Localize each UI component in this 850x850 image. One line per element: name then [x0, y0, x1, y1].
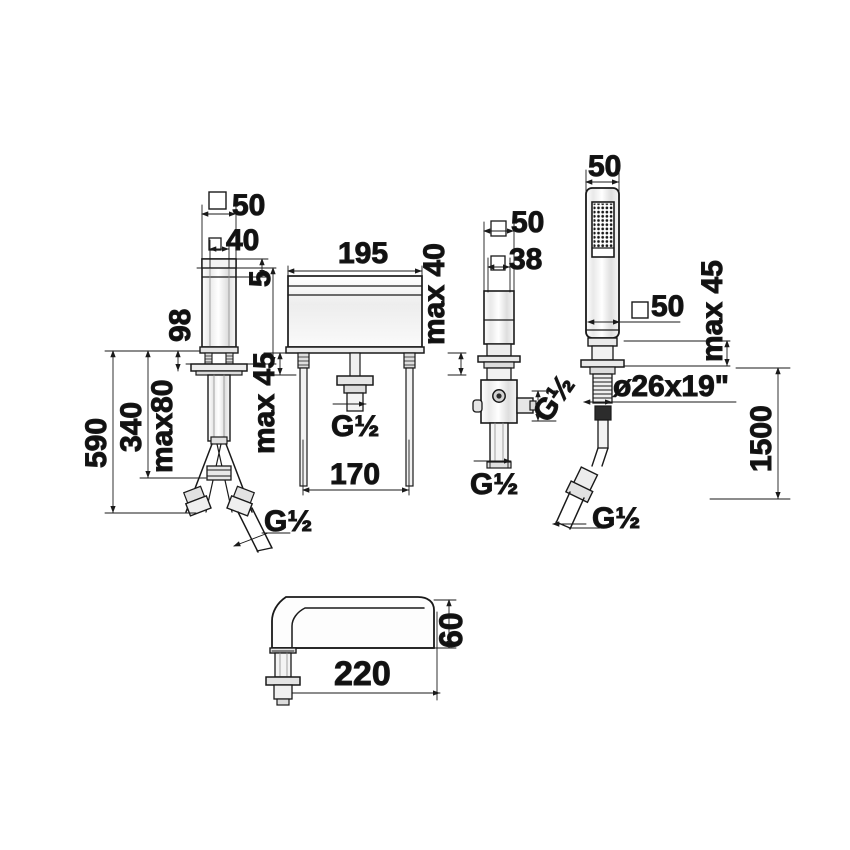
dim-label-div-g12-bottom: G½ — [470, 468, 518, 501]
view-diverter-valve: 50 38 G½ G½ — [470, 206, 582, 502]
dim-label-col-40: 40 — [226, 224, 259, 257]
dim-label-col-5: 5 — [244, 270, 277, 287]
dimension-spout-220 — [291, 611, 441, 701]
view-tall-column-mixer: 50 40 5 98 590 — [80, 189, 313, 553]
diverter-geometry — [472, 290, 537, 469]
dim-label-body-max40: max 40 — [418, 243, 451, 345]
dimension-body-max40 — [447, 352, 467, 376]
dimension-col-590 — [104, 350, 201, 514]
dimension-body-170 — [302, 439, 410, 496]
dimension-col-340 — [139, 350, 207, 479]
dim-label-hs-50-mid: 50 — [651, 290, 684, 323]
spout-geometry — [265, 596, 435, 706]
dimension-hs-50-top — [585, 169, 620, 192]
view-bath-filler-body: 195 170 G½ max 40 max 45 — [248, 237, 467, 496]
dim-label-col-g12: G½ — [264, 505, 312, 538]
dimension-col-50 — [201, 191, 237, 263]
dimension-hs-50-mid — [587, 301, 681, 325]
dim-label-body-g12: G½ — [331, 410, 379, 443]
dim-label-col-50: 50 — [232, 189, 265, 222]
dim-label-col-590: 590 — [80, 418, 113, 468]
dimension-hs-1500 — [709, 367, 791, 500]
dimension-col-g12 — [233, 532, 291, 547]
dim-label-hs-max45: max 45 — [696, 260, 729, 362]
view-handshower: 50 50 max 45 ø26x19" 1500 — [552, 150, 791, 536]
filler-body-geometry — [285, 275, 425, 487]
dim-label-hs-g12: G½ — [592, 502, 640, 535]
dim-label-body-170: 170 — [330, 458, 380, 491]
dim-label-hs-50-top: 50 — [588, 150, 621, 183]
dim-label-spout-220: 220 — [334, 655, 391, 693]
dim-label-hs-1500: 1500 — [745, 405, 778, 472]
dimension-col-98 — [185, 267, 277, 365]
dim-label-spout-60: 60 — [433, 612, 469, 648]
dimension-spout-60 — [433, 599, 457, 649]
dimension-body-max45 — [263, 352, 297, 376]
dimension-body-195 — [287, 265, 423, 280]
dim-label-col-340: 340 — [115, 402, 148, 452]
dim-label-col-98: 98 — [164, 309, 197, 342]
dim-label-hs-hose: ø26x19" — [613, 370, 729, 403]
dimension-div-g12-bottom — [473, 451, 512, 469]
dim-label-body-195: 195 — [338, 237, 388, 270]
handshower-geometry — [555, 187, 625, 530]
dimension-hs-g12 — [552, 521, 601, 529]
view-bath-spout: 220 60 — [265, 596, 470, 706]
dimension-div-38 — [487, 255, 511, 293]
dimension-div-50 — [483, 220, 515, 295]
column-geometry — [182, 258, 273, 553]
dim-label-div-50: 50 — [511, 206, 544, 239]
dim-label-col-max80: max80 — [146, 380, 179, 473]
dimension-col-40 — [208, 237, 230, 269]
dim-label-div-38: 38 — [509, 243, 542, 276]
dimension-hs-max45 — [623, 340, 731, 367]
dimension-body-g12 — [332, 396, 367, 412]
dim-label-col-max45: max 45 — [248, 352, 281, 454]
dimension-div-g12-right — [531, 390, 557, 422]
